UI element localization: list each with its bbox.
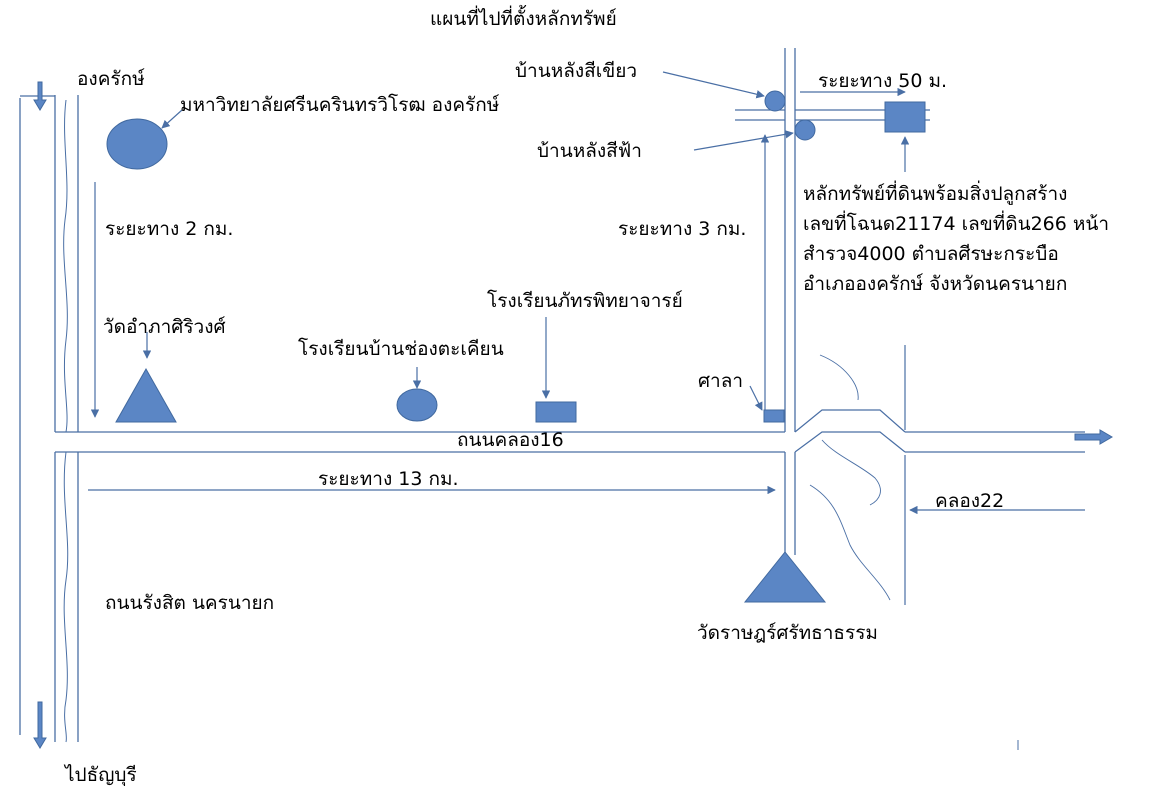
map-title: แผนที่ไปที่ตั้งหลักทรัพย์: [430, 8, 617, 30]
label-wat-ratsattha: วัดราษฎร์ศรัทธาธรรม: [697, 622, 878, 644]
school-chongtakhian-symbol: [396, 388, 438, 422]
label-green-house: บ้านหลังสีเขียว: [515, 60, 638, 82]
property-symbol: [884, 101, 926, 133]
label-distance-13km: ระยะทาง 13 กม.: [318, 468, 459, 490]
label-distance-2km: ระยะทาง 2 กม.: [105, 218, 234, 240]
green-house-symbol: [764, 90, 786, 112]
label-sala: ศาลา: [698, 370, 744, 392]
label-road-rangsit: ถนนรังสิต นครนายก: [105, 592, 275, 614]
label-distance-50m: ระยะทาง 50 ม.: [818, 70, 948, 92]
property-line-1: หลักทรัพย์ที่ดินพร้อมสิ่งปลูกสร้าง: [803, 183, 1068, 205]
school-phattharaphitthaya-symbol: [535, 401, 577, 423]
label-ongkharak: องครักษ์: [77, 68, 145, 90]
label-to-thanyaburi: ไปธัญบุรี: [65, 764, 137, 786]
sala-symbol: [763, 409, 785, 423]
property-line-2: เลขที่โฉนด21174 เลขที่ดิน266 หน้า: [803, 213, 1110, 236]
wat-ratsattha-symbol: [743, 551, 827, 603]
label-university: มหาวิทยาลัยศรีนครินทรวิโรฒ องครักษ์: [180, 94, 500, 116]
university-symbol: [106, 118, 168, 170]
label-school-chongtakhian: โรงเรียนบ้านช่องตะเคียน: [298, 338, 504, 360]
blue-house-symbol: [794, 119, 816, 141]
road-rangsit: [20, 95, 79, 743]
arrow-right-east: [1074, 429, 1113, 445]
label-blue-house: บ้านหลังสีฟ้า: [537, 140, 642, 162]
property-line-3: สำรวจ4000 ตำบลศีรษะกระบือ: [803, 243, 1059, 266]
label-wat-amphasiriwong: วัดอำภาศิริวงศ์: [103, 316, 226, 338]
label-school-phattharaphitthaya: โรงเรียนภัทรพิทยาจารย์: [487, 290, 683, 312]
direction-arrows: [33, 81, 1113, 749]
property-description: หลักทรัพย์ที่ดินพร้อมสิ่งปลูกสร้าง เลขที…: [803, 179, 1109, 299]
label-road-khlong16: ถนนคลอง16: [457, 429, 564, 451]
label-khlong22: คลอง22: [935, 490, 1005, 512]
arrow-down-top: [33, 81, 47, 111]
road-to-property: [735, 48, 930, 555]
label-distance-3km: ระยะทาง 3 กม.: [618, 218, 747, 240]
road-khlong16: [55, 431, 1085, 453]
distance-arrows: [88, 71, 1085, 515]
canal-khlong22: [794, 345, 906, 605]
property-line-4: อำเภอองครักษ์ จังหวัดนครนายก: [803, 273, 1068, 296]
arrow-down-bottom: [33, 701, 47, 749]
wat-amphasiriwong-symbol: [115, 367, 177, 423]
